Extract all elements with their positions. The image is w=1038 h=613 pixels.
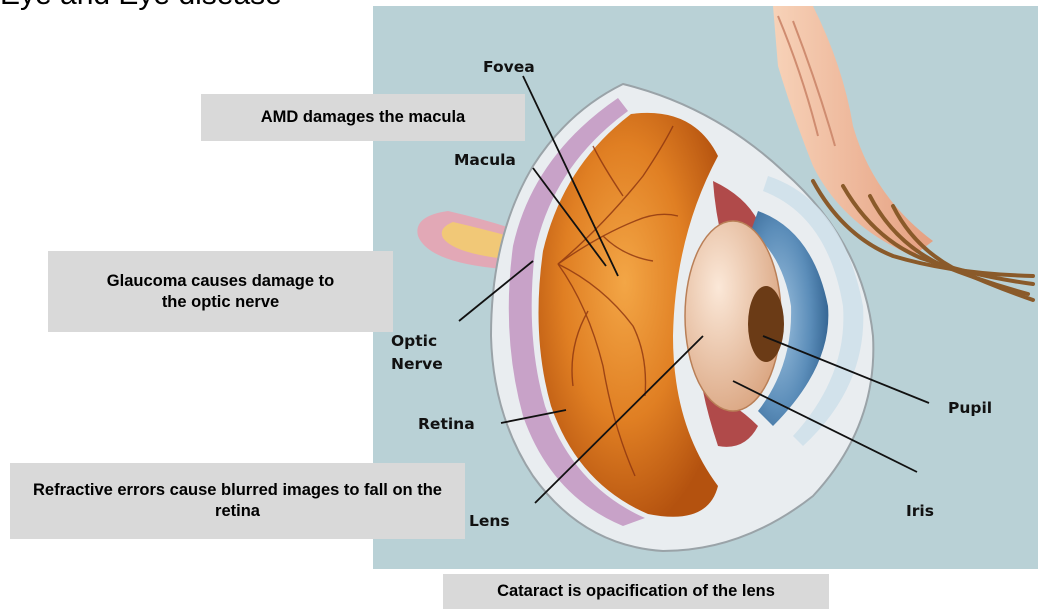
eye-anatomy-illustration: Fovea Macula Optic Nerve Retina Lens Iri… xyxy=(373,6,1038,569)
label-optic-nerve-line2: Nerve xyxy=(391,355,443,373)
label-iris: Iris xyxy=(906,502,934,520)
callout-glaucoma: Glaucoma causes damage to the optic nerv… xyxy=(48,251,393,332)
callout-refractive-errors-text: Refractive errors cause blurred images t… xyxy=(28,480,447,522)
callout-glaucoma-text: Glaucoma causes damage to the optic nerv… xyxy=(98,271,343,313)
callout-amd: AMD damages the macula xyxy=(201,94,525,141)
label-fovea: Fovea xyxy=(483,58,535,76)
label-retina: Retina xyxy=(418,415,475,433)
label-pupil: Pupil xyxy=(948,399,992,417)
slide-title: Eye and Eye disease xyxy=(0,0,282,12)
callout-cataract: Cataract is opacification of the lens xyxy=(443,574,829,609)
callout-refractive-errors: Refractive errors cause blurred images t… xyxy=(10,463,465,539)
callout-amd-text: AMD damages the macula xyxy=(261,107,465,128)
callout-cataract-text: Cataract is opacification of the lens xyxy=(497,581,775,602)
label-lens: Lens xyxy=(469,512,510,530)
label-macula: Macula xyxy=(454,151,516,169)
pupil-illustration xyxy=(748,286,784,362)
label-optic-nerve-line1: Optic xyxy=(391,332,437,350)
